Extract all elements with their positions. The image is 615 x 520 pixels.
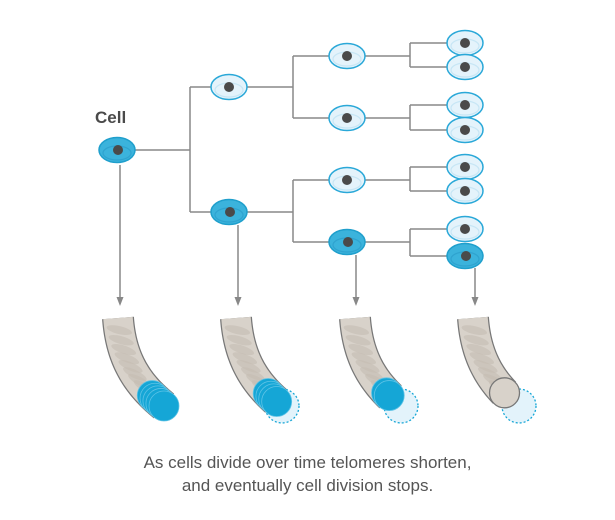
telomere	[261, 386, 293, 417]
chromosome-band	[224, 325, 251, 335]
chromosome-band	[461, 325, 488, 335]
nucleus-icon	[342, 51, 352, 61]
chromosome-band	[108, 334, 134, 346]
chromosome-band	[232, 352, 258, 365]
arrow-head-icon	[234, 297, 242, 306]
nucleus-icon	[224, 82, 234, 92]
nucleus-icon	[460, 224, 470, 234]
chromosome-band	[466, 343, 492, 356]
nucleus-icon	[460, 100, 470, 110]
caption-line-1: As cells divide over time telomeres shor…	[143, 453, 472, 472]
chromosome-band	[226, 334, 252, 346]
caption-line-2: and eventually cell division stops.	[181, 476, 434, 495]
telomere	[373, 380, 405, 411]
cell-label: Cell	[95, 108, 127, 127]
nucleus-icon	[460, 186, 470, 196]
chromosome-band	[343, 325, 370, 335]
nucleus-icon	[460, 125, 470, 135]
arrow-head-icon	[116, 297, 124, 306]
nucleus-icon	[225, 207, 235, 217]
nucleus-icon	[460, 162, 470, 172]
arrow-head-icon	[352, 297, 360, 306]
chromosome-band	[345, 334, 371, 346]
chromosome-band	[236, 360, 261, 373]
nucleus-icon	[342, 175, 352, 185]
nucleus-icon	[343, 237, 353, 247]
nucleus-icon	[113, 145, 123, 155]
nucleus-icon	[460, 62, 470, 72]
arrow-head-icon	[471, 297, 479, 306]
chromosome-band	[348, 343, 374, 356]
nucleus-icon	[461, 251, 471, 261]
nucleus-icon	[460, 38, 470, 48]
chromosome-band	[351, 352, 377, 365]
chromosome-band	[469, 352, 495, 365]
nucleus-icon	[342, 113, 352, 123]
telomere	[148, 390, 180, 422]
chromosome-band	[355, 360, 380, 373]
chromosome-band	[463, 334, 489, 346]
chromosome-band	[229, 343, 255, 356]
chromosome-band	[106, 325, 133, 335]
chromosome-end	[488, 377, 521, 409]
chromosome-band	[111, 343, 137, 356]
chromosome-band	[114, 352, 140, 365]
chromosome-band	[473, 360, 498, 373]
chromosome-band	[118, 360, 143, 373]
